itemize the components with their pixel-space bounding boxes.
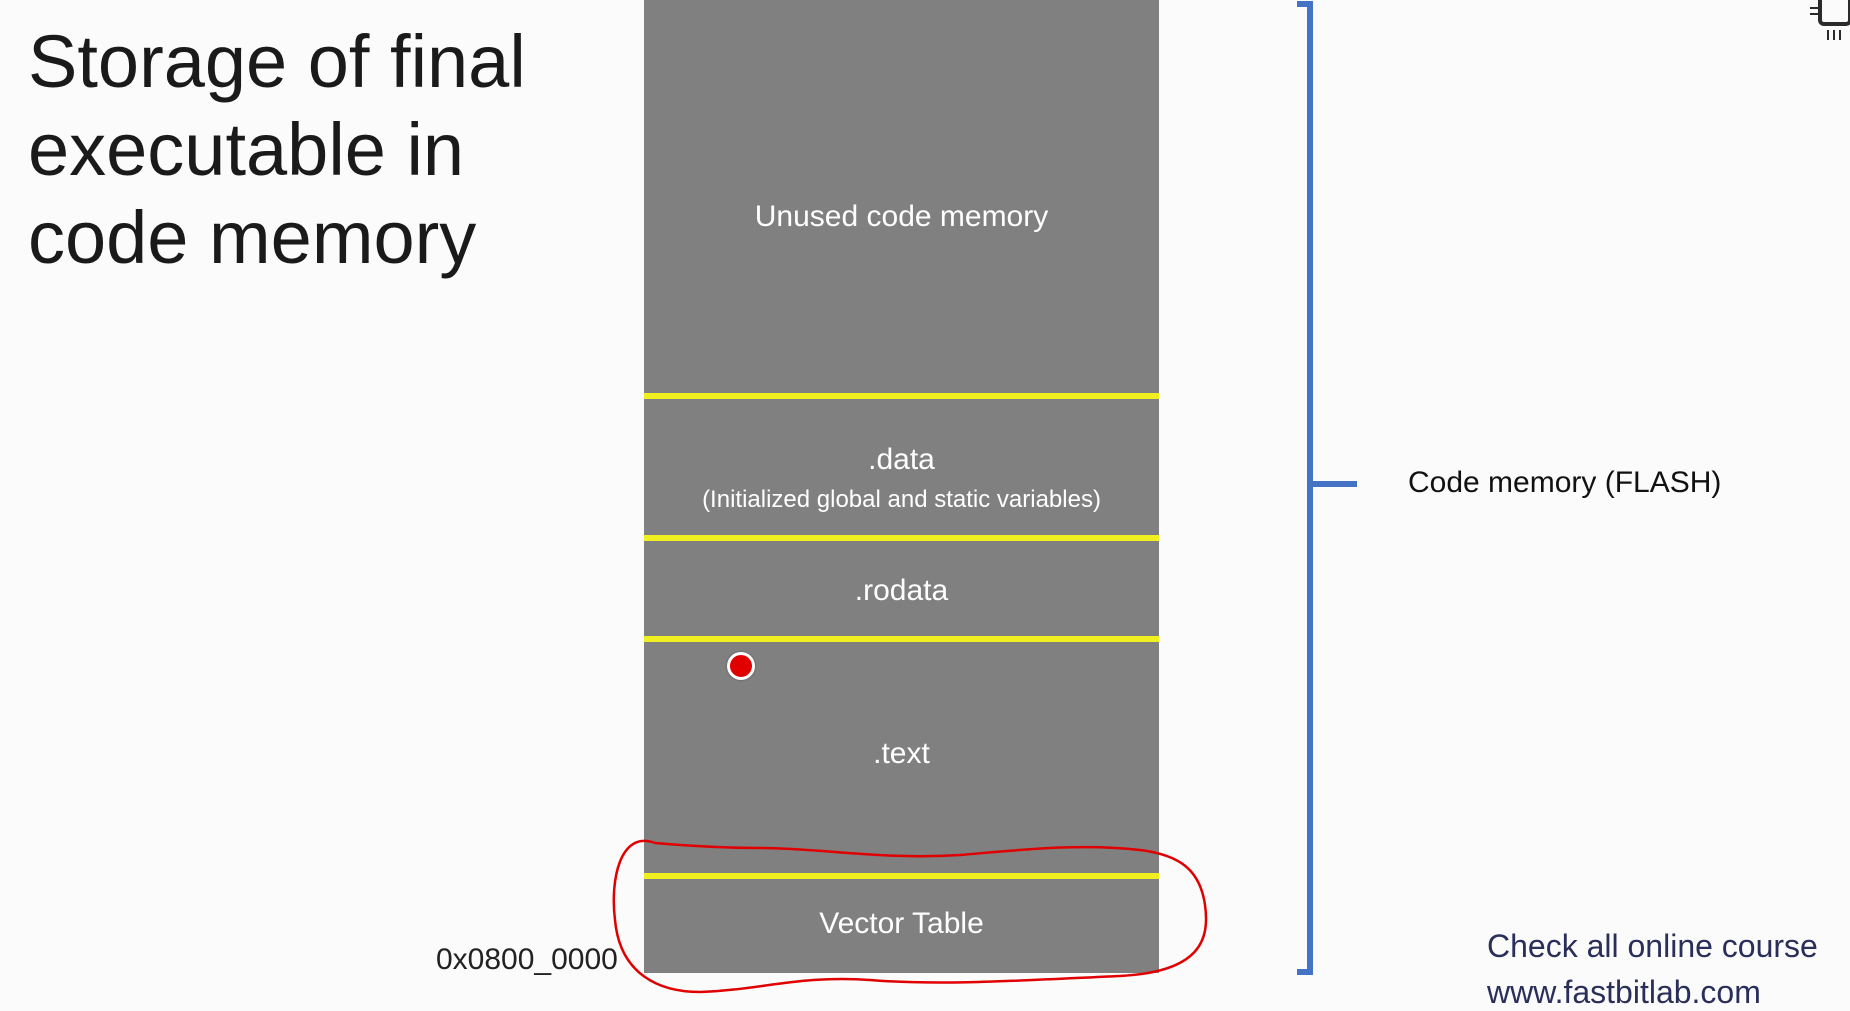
- separator-text-top: [644, 636, 1159, 642]
- segment-rodata: .rodata: [854, 574, 949, 607]
- separator-data-top: [644, 393, 1159, 399]
- separator-rodata-top: [644, 535, 1159, 541]
- slide-title: Storage of final executable in code memo…: [28, 18, 588, 282]
- segment-unused: Unused code memory: [754, 200, 1049, 233]
- segment-data-subtitle: (Initialized global and static variables…: [702, 486, 1101, 513]
- base-address-label: 0x0800_0000: [436, 943, 618, 976]
- flash-bracket: [1297, 1, 1357, 975]
- code-memory-flash-label: Code memory (FLASH): [1408, 466, 1722, 499]
- title-line-2: executable in: [28, 108, 465, 191]
- chip-logo-icon: [1810, 0, 1850, 40]
- segment-text: .text: [873, 737, 930, 770]
- separator-vector-top: [644, 873, 1159, 879]
- title-line-3: code memory: [28, 196, 477, 279]
- title-line-1: Storage of final: [28, 20, 526, 103]
- vector-table-circle: [612, 839, 1208, 994]
- footer-website-link[interactable]: www.fastbitlab.com: [1487, 974, 1761, 1010]
- segment-data: .data: [868, 443, 935, 476]
- footer-courses-text: Check all online course: [1487, 928, 1818, 964]
- pointer-cursor-icon: [727, 652, 755, 680]
- code-memory-block: [644, 0, 1159, 973]
- segment-vector-table: Vector Table: [819, 907, 984, 940]
